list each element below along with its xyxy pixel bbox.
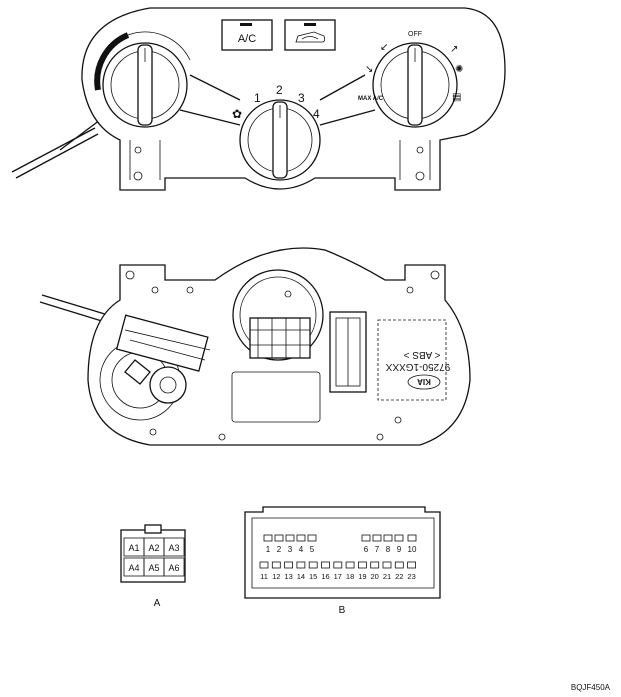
pin-b20-cavity xyxy=(370,561,380,569)
pin-b19-label: 19 xyxy=(358,572,366,581)
pin-b13-label: 13 xyxy=(284,572,292,581)
sticker-line-1: < ABS > xyxy=(403,349,440,360)
figure-code: BQJF450A xyxy=(571,683,611,692)
mode-knob[interactable]: OFF MAX A/C ↘ ↙ ↗ ✺ ▤ xyxy=(358,31,463,128)
pin-b13-cavity xyxy=(284,561,294,569)
pin-a6: A6 xyxy=(168,563,179,573)
pin-b3-cavity xyxy=(285,534,295,542)
pin-b1-label: 1 xyxy=(266,545,271,554)
pin-b22-cavity xyxy=(394,561,404,569)
pin-b7-cavity xyxy=(372,534,382,542)
pin-b11-label: 11 xyxy=(260,572,268,581)
pin-a1: A1 xyxy=(128,543,139,553)
floor-mode-icon: ↙ xyxy=(380,42,388,53)
pin-a3: A3 xyxy=(168,543,179,553)
connector-a-caption: A xyxy=(154,598,161,609)
sticker-line-2: 97250-1GXXX xyxy=(385,361,450,372)
pin-b23-label: 23 xyxy=(407,572,415,581)
rear-cutout xyxy=(231,371,321,423)
pin-b9-label: 9 xyxy=(397,545,402,554)
pin-b4-cavity xyxy=(296,534,306,542)
pin-b4-label: 4 xyxy=(299,545,304,554)
ac-button[interactable]: A/C xyxy=(221,19,273,51)
mode-off-label: OFF xyxy=(408,31,422,38)
pin-b18-label: 18 xyxy=(346,572,354,581)
pin-b2-cavity xyxy=(274,534,284,542)
defrost-floor-icon: ↗ xyxy=(450,44,458,55)
pin-b10-label: 10 xyxy=(408,545,417,554)
blower-knob[interactable]: ✿ 1 2 3 4 xyxy=(232,83,321,181)
recirculation-button[interactable] xyxy=(284,19,336,51)
pin-b11-cavity xyxy=(259,561,269,569)
pin-b12-label: 12 xyxy=(272,572,280,581)
pin-b6-cavity xyxy=(361,534,371,542)
fan-icon: ✿ xyxy=(232,107,242,121)
vent-mode-icon: ↘ xyxy=(365,64,373,75)
pin-b12-cavity xyxy=(271,561,281,569)
blower-label-1: 1 xyxy=(254,91,261,105)
rear-connector-b-socket xyxy=(329,311,367,393)
pin-b2-label: 2 xyxy=(277,545,282,554)
pin-b14-cavity xyxy=(296,561,306,569)
pin-a5: A5 xyxy=(148,563,159,573)
pin-b22-label: 22 xyxy=(395,572,403,581)
pin-b15-label: 15 xyxy=(309,572,317,581)
pin-b7-label: 7 xyxy=(375,545,380,554)
connector-a: A1 A2 A3 A4 A5 A6 A xyxy=(120,524,186,609)
pin-b15-cavity xyxy=(308,561,318,569)
pin-b8-cavity xyxy=(383,534,393,542)
pin-b5-label: 5 xyxy=(310,545,315,554)
pin-b9-cavity xyxy=(394,534,404,542)
pin-b21-label: 21 xyxy=(383,572,391,581)
pin-b18-cavity xyxy=(345,561,355,569)
rear-control-panel: < ABS > 97250-1GXXX KIA xyxy=(39,247,471,446)
mode-max-ac-label: MAX A/C xyxy=(358,96,384,102)
pin-b19-cavity xyxy=(357,561,367,569)
blower-label-4: 4 xyxy=(313,107,320,121)
pin-b6-label: 6 xyxy=(364,545,369,554)
temperature-scale-cold xyxy=(94,32,130,91)
connector-b-bottom-pins: 11 12 13 14 15 16 17 18 19 20 21 22 23 xyxy=(259,561,417,581)
connector-b-caption: B xyxy=(339,605,346,616)
pin-b16-cavity xyxy=(321,561,330,569)
pin-b17-label: 17 xyxy=(334,572,342,581)
blower-label-3: 3 xyxy=(298,91,305,105)
blower-label-2: 2 xyxy=(276,83,283,97)
pin-b23-cavity xyxy=(407,561,417,569)
pin-a4: A4 xyxy=(128,563,139,573)
pin-b1-cavity xyxy=(263,534,273,542)
front-control-panel: A/C ✿ 1 2 3 4 OFF MAX A/C ↘ xyxy=(11,7,506,191)
pin-b16-label: 16 xyxy=(321,572,329,581)
temperature-scale-hot xyxy=(127,31,191,61)
temperature-knob[interactable] xyxy=(94,31,191,128)
pin-b8-label: 8 xyxy=(386,545,391,554)
pin-b10-cavity xyxy=(407,534,417,542)
pin-b3-label: 3 xyxy=(288,545,293,554)
kia-logo: KIA xyxy=(417,377,431,386)
defrost-icon: ▤ xyxy=(452,92,461,103)
defog-icon: ✺ xyxy=(455,64,463,75)
pin-b17-cavity xyxy=(333,561,343,569)
pin-b20-label: 20 xyxy=(371,572,379,581)
pin-b5-cavity xyxy=(307,534,317,542)
recirculation-icon xyxy=(295,31,326,43)
ac-button-label: A/C xyxy=(238,33,256,45)
pin-b14-label: 14 xyxy=(297,572,305,581)
temperature-actuator xyxy=(99,314,211,421)
blower-switch-body xyxy=(232,269,324,361)
front-cable xyxy=(11,119,101,179)
pin-b21-cavity xyxy=(382,561,392,569)
connector-a-pins: A1 A2 A3 A4 A5 A6 xyxy=(123,537,185,577)
pin-a2: A2 xyxy=(148,543,159,553)
part-number-sticker: < ABS > 97250-1GXXX KIA xyxy=(377,319,450,401)
